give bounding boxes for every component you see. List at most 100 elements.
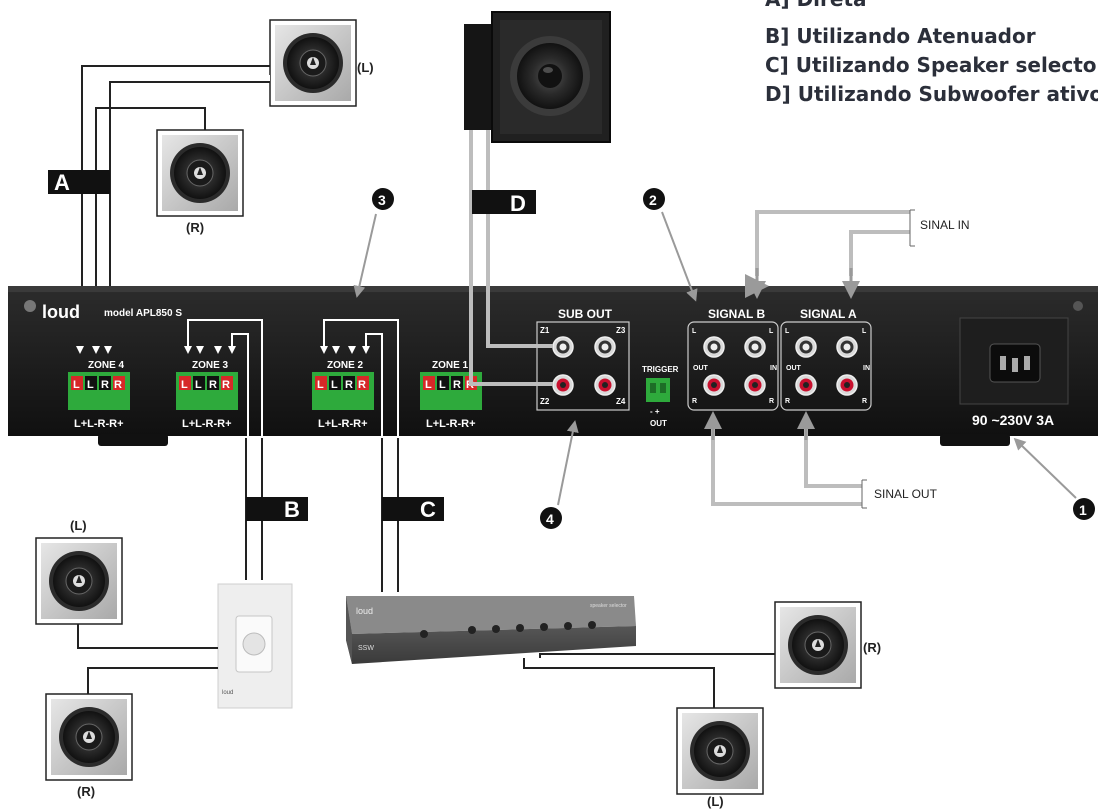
svg-text:SIGNAL A: SIGNAL A bbox=[800, 307, 857, 321]
svg-text:1: 1 bbox=[1079, 502, 1087, 518]
svg-text:ZONE 2: ZONE 2 bbox=[327, 360, 364, 371]
wires-a bbox=[81, 65, 270, 342]
svg-text:B: B bbox=[284, 497, 300, 522]
legend-c: C] Utilizando Speaker selecto bbox=[765, 53, 1097, 77]
svg-text:2: 2 bbox=[649, 192, 657, 208]
callout-3: 3 bbox=[353, 188, 394, 298]
speaker-selector: loud speaker selector SSW bbox=[346, 596, 636, 664]
svg-text:L+L-R-R+: L+L-R-R+ bbox=[318, 418, 368, 430]
svg-text:L: L bbox=[181, 379, 188, 391]
zone-2: ZONE 2 L L R R L+L-R-R+ bbox=[312, 360, 374, 430]
power-inlet: 90 ~230V 3A bbox=[959, 317, 1069, 428]
speaker-a-right-label: (R) bbox=[186, 220, 204, 235]
svg-text:- +: - + bbox=[650, 407, 660, 416]
svg-text:L: L bbox=[692, 328, 697, 335]
svg-text:IN: IN bbox=[863, 365, 870, 372]
svg-text:R: R bbox=[453, 379, 461, 391]
sinal-in-label: SINAL IN bbox=[920, 218, 970, 232]
speaker-c-left: (L) bbox=[676, 707, 764, 809]
svg-text:L: L bbox=[331, 379, 338, 391]
svg-text:R: R bbox=[785, 398, 790, 405]
speaker-b-right-label: (R) bbox=[77, 784, 95, 799]
zone-4: ZONE 4 L L R R L+L-R-R+ bbox=[68, 360, 130, 430]
callout-4: 4 bbox=[540, 420, 579, 529]
svg-text:R: R bbox=[345, 379, 353, 391]
svg-text:C: C bbox=[420, 497, 436, 522]
speaker-b-left-label: (L) bbox=[70, 518, 87, 533]
legend: A] Direta B] Utilizando Atenuador C] Uti… bbox=[765, 0, 1098, 106]
legend-b: B] Utilizando Atenuador bbox=[765, 24, 1036, 48]
legend-a: A] Direta bbox=[765, 0, 867, 11]
amp-model: model APL850 S bbox=[104, 308, 182, 319]
svg-text:R: R bbox=[358, 379, 366, 391]
speaker-a-left-label: (L) bbox=[357, 60, 374, 75]
speaker-c-right-label: (R) bbox=[863, 640, 881, 655]
svg-text:R: R bbox=[209, 379, 217, 391]
signal-in-cables bbox=[755, 210, 910, 276]
selector-title: speaker selector bbox=[590, 603, 627, 609]
svg-text:L: L bbox=[769, 328, 774, 335]
svg-text:L: L bbox=[317, 379, 324, 391]
svg-text:TRIGGER: TRIGGER bbox=[642, 365, 679, 374]
svg-text:R: R bbox=[769, 398, 774, 405]
svg-text:R: R bbox=[114, 379, 122, 391]
callout-2: 2 bbox=[643, 188, 698, 302]
tag-d: D bbox=[472, 190, 536, 216]
svg-text:Z4: Z4 bbox=[616, 397, 626, 406]
svg-text:L: L bbox=[87, 379, 94, 391]
svg-text:SIGNAL B: SIGNAL B bbox=[708, 307, 765, 321]
svg-text:OUT: OUT bbox=[786, 365, 802, 372]
signal-a-panel: SIGNAL A L L R R OUT IN OUT IN bbox=[693, 307, 872, 411]
svg-text:Z2: Z2 bbox=[540, 397, 550, 406]
svg-text:IN: IN bbox=[770, 365, 777, 372]
speaker-b-left: (L) bbox=[35, 518, 123, 625]
power-rating: 90 ~230V 3A bbox=[972, 412, 1054, 428]
speaker-a-left: (L) bbox=[269, 19, 374, 107]
svg-text:4: 4 bbox=[546, 511, 554, 527]
tag-b: B bbox=[246, 497, 308, 522]
speaker-c-right: (R) bbox=[774, 601, 881, 689]
svg-text:R: R bbox=[101, 379, 109, 391]
signal-out-cables bbox=[711, 426, 862, 506]
speaker-c-left-label: (L) bbox=[707, 794, 724, 809]
svg-text:R: R bbox=[862, 398, 867, 405]
svg-text:D: D bbox=[510, 191, 526, 216]
svg-text:OUT: OUT bbox=[693, 365, 709, 372]
selector-model: SSW bbox=[358, 645, 374, 652]
svg-text:Z1: Z1 bbox=[540, 326, 550, 335]
svg-text:ZONE 4: ZONE 4 bbox=[88, 360, 125, 371]
tag-a: A bbox=[48, 170, 110, 195]
amp-brand: loud bbox=[42, 302, 80, 322]
attenuator-brand: loud bbox=[222, 690, 233, 696]
svg-text:Z3: Z3 bbox=[616, 326, 626, 335]
svg-text:R: R bbox=[222, 379, 230, 391]
svg-text:L+L-R-R+: L+L-R-R+ bbox=[426, 418, 476, 430]
svg-text:R: R bbox=[692, 398, 697, 405]
selector-brand: loud bbox=[356, 606, 373, 616]
svg-text:L: L bbox=[862, 328, 867, 335]
wires-attenuator bbox=[77, 622, 218, 696]
subwoofer bbox=[464, 11, 611, 143]
speaker-a-right: (R) bbox=[156, 129, 244, 235]
svg-text:L+L-R-R+: L+L-R-R+ bbox=[182, 418, 232, 430]
svg-text:SUB OUT: SUB OUT bbox=[558, 307, 613, 321]
svg-text:L: L bbox=[425, 379, 432, 391]
sub-out-panel: SUB OUT Z1 Z3 Z2 Z4 bbox=[536, 307, 630, 411]
tag-c: C bbox=[382, 497, 444, 522]
signal-b-panel: SIGNAL B L L R R bbox=[687, 307, 779, 411]
svg-text:ZONE 1: ZONE 1 bbox=[432, 360, 469, 371]
speaker-b-right: (R) bbox=[45, 693, 133, 799]
svg-text:ZONE 3: ZONE 3 bbox=[192, 360, 229, 371]
svg-text:L: L bbox=[195, 379, 202, 391]
zone-wire-tips bbox=[76, 346, 370, 354]
svg-text:L: L bbox=[73, 379, 80, 391]
amplifier: loud model APL850 S bbox=[8, 286, 1098, 446]
svg-text:L+L-R-R+: L+L-R-R+ bbox=[74, 418, 124, 430]
svg-text:L: L bbox=[439, 379, 446, 391]
attenuator: loud bbox=[217, 583, 293, 709]
svg-text:A: A bbox=[54, 170, 70, 195]
svg-text:L: L bbox=[785, 328, 790, 335]
zone-3: ZONE 3 L L R R L+L-R-R+ bbox=[176, 360, 238, 430]
wires-selector-out bbox=[523, 653, 776, 708]
